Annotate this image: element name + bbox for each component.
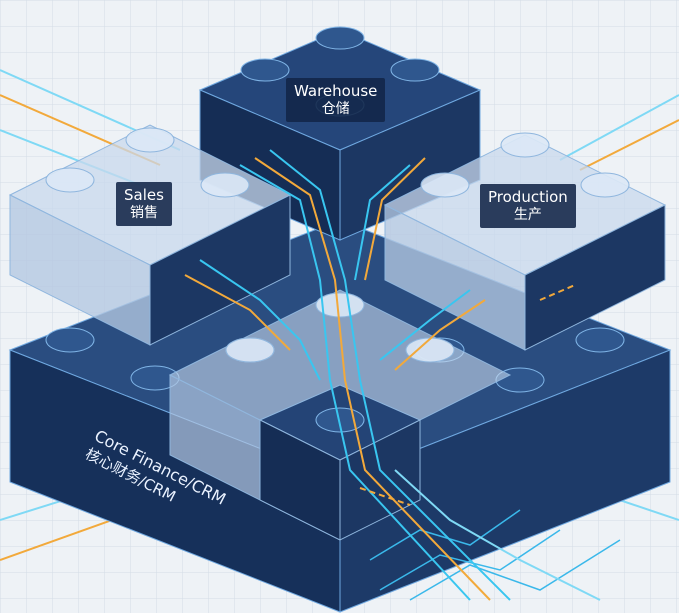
sales-label: Sales 销售	[116, 182, 172, 226]
production-label: Production 生产	[480, 184, 576, 228]
production-label-zh: 生产	[513, 207, 542, 223]
warehouse-label-en: Warehouse	[294, 82, 378, 100]
warehouse-label-zh: 仓储	[321, 101, 350, 117]
circuit-traces	[184, 149, 601, 601]
warehouse-label: Warehouse 仓储	[286, 78, 386, 122]
sales-label-zh: 销售	[129, 205, 158, 221]
sales-label-en: Sales	[124, 186, 164, 204]
production-label-en: Production	[488, 188, 568, 206]
